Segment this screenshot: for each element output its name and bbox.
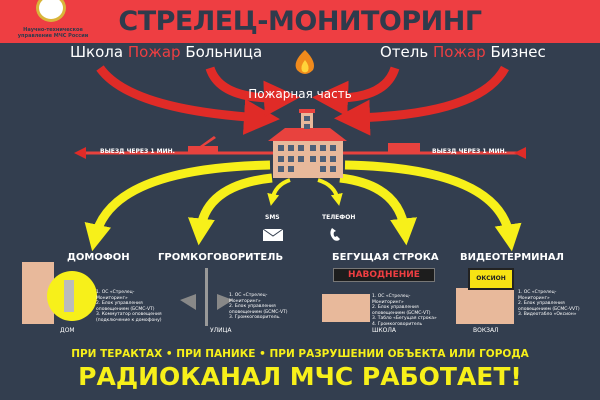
school-building-icon xyxy=(322,294,370,322)
place-house: ДОМ xyxy=(60,327,75,334)
exit-left-label: ВЫЕЗД ЧЕРЕЗ 1 МИН. xyxy=(100,148,175,155)
section-loudspeaker-title: ГРОМКОГОВОРИТЕЛЬ xyxy=(158,252,284,263)
section-ticker-title: БЕГУЩАЯ СТРОКА xyxy=(332,252,439,263)
exit-right-label: ВЫЕЗД ЧЕРЕЗ 1 МИН. xyxy=(432,148,507,155)
videoterminal-list: 1. ОС «Стрелец-Мониторинг»2. Блок управл… xyxy=(518,290,580,317)
station-building-icon xyxy=(456,288,514,324)
object-hotel: Отель xyxy=(380,43,429,61)
fire-station-icon xyxy=(268,109,347,178)
phone-icon xyxy=(330,228,340,241)
org-caption: Научно-техническое управление МЧС России xyxy=(17,27,89,39)
header-band xyxy=(0,0,600,43)
fire-truck-icon xyxy=(388,143,420,154)
page-title: СТРЕЛЕЦ-МОНИТОРИНГ xyxy=(118,6,482,37)
footer-conditions: ПРИ ТЕРАКТАХ • ПРИ ПАНИКЕ • ПРИ РАЗРУШЕН… xyxy=(71,348,529,360)
fire-label: Пожар xyxy=(127,43,181,61)
section-intercom-title: ДОМОФОН xyxy=(67,252,130,263)
object-hospital: Больница xyxy=(185,43,263,61)
section-videoterminal-title: ВИДЕОТЕРМИНАЛ xyxy=(460,252,564,263)
video-display: ОКСИОН xyxy=(468,268,514,290)
footer-slogan: РАДИОКАНАЛ МЧС РАБОТАЕТ! xyxy=(78,362,522,391)
flame-icon xyxy=(295,50,314,74)
fire-truck-icon xyxy=(188,136,218,154)
yellow-outgoing-arrows xyxy=(84,160,522,252)
ticker-display: НАВОДНЕНИЕ xyxy=(333,268,435,282)
object-business: Бизнес xyxy=(490,43,546,61)
sms-label: SMS xyxy=(265,214,280,221)
fire-label: Пожар xyxy=(432,43,486,61)
fire-station-label: Пожарная часть xyxy=(248,87,352,101)
loudspeaker-list: 1. ОС «Стрелец-Мониторинг»2. Блок управл… xyxy=(229,293,288,320)
mchs-emblem-icon xyxy=(36,0,66,22)
place-station: ВОКЗАЛ xyxy=(473,327,499,334)
red-incoming-arrows xyxy=(96,65,509,136)
loudspeaker-icon xyxy=(180,268,233,326)
left-objects: Школа Пожар Больница xyxy=(70,43,262,61)
object-school: Школа xyxy=(70,43,124,61)
right-objects: Отель Пожар Бизнес xyxy=(380,43,546,61)
phone-label: ТЕЛЕФОН xyxy=(322,214,356,221)
place-street: УЛИЦА xyxy=(210,327,232,334)
place-school: ШКОЛА xyxy=(372,327,397,334)
intercom-list: 1. ОС «Стрелец-Мониторинг»2. Блок управл… xyxy=(96,290,162,323)
ticker-list: 1. ОС «Стрелец-Мониторинг»2. Блок управл… xyxy=(372,294,437,327)
sms-phone-arrows xyxy=(267,178,343,206)
envelope-icon xyxy=(262,228,284,241)
